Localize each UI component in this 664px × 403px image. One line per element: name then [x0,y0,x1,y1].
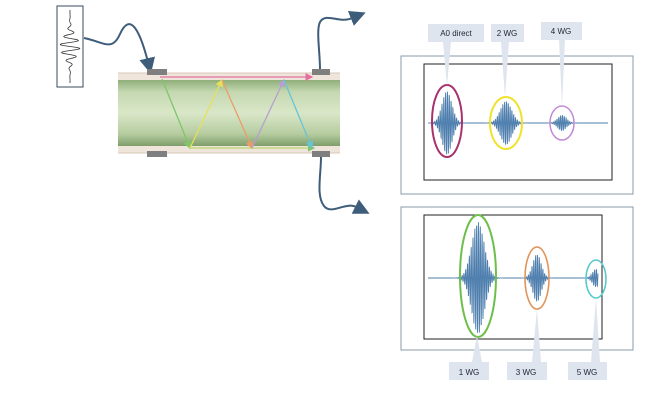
path-3wg [221,79,253,150]
ring-1wg [459,214,497,338]
callout-5wg: 5 WG [568,298,607,380]
path-2wg [189,78,223,149]
transmitter-top-icon [147,69,167,75]
burst-pulse-icon [59,10,81,83]
callout-a0-direct-label: A0 direct [440,29,472,38]
callout-1wg-label: 1 WG [459,368,479,377]
receiver-bottom-icon [312,151,330,157]
ring-2wg [489,96,523,150]
path-4wg [251,78,285,149]
callout-5wg-label: 5 WG [577,368,597,377]
transmitter-bottom-icon [147,151,167,157]
callout-1wg: 1 WG [449,336,489,380]
path-1wg [161,78,192,150]
output-cable-bottom [318,156,370,214]
callout-4wg: 4 WG [541,22,582,106]
callout-4wg-label: 4 WG [551,27,571,36]
top-signal-panel [400,55,634,195]
excitation-signal [56,5,84,88]
callout-3wg: 3 WG [507,309,547,380]
callout-a0-direct: A0 direct [428,24,484,86]
callout-2wg-label: 2 WG [497,29,517,38]
output-cable-top [317,11,366,70]
bottom-signal-trace [428,222,599,333]
pipe [118,72,340,154]
receiver-top-icon [312,69,330,75]
bottom-signal-panel [400,206,634,351]
input-cable [83,23,156,74]
top-signal-trace [427,91,608,155]
callout-3wg-label: 3 WG [516,368,536,377]
bottom-plot-area [423,214,603,340]
path-5wg [283,79,314,150]
callout-2wg: 2 WG [491,24,524,97]
wave-paths [160,73,316,152]
pipe-bore [118,80,340,146]
